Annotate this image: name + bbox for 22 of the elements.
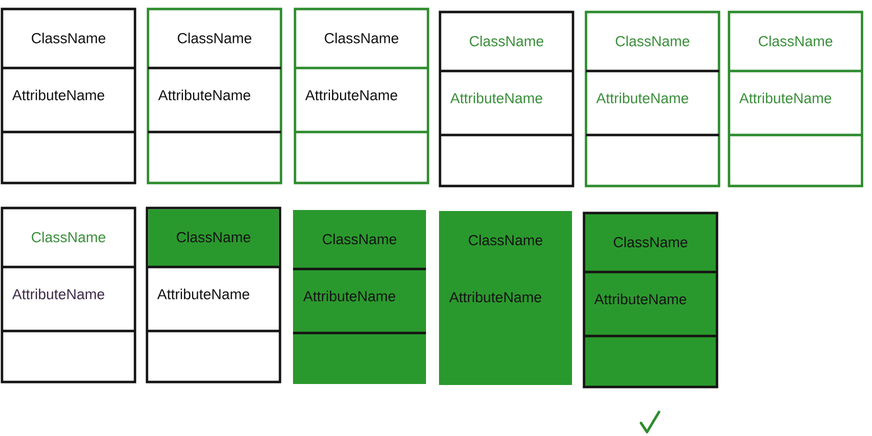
class-name: ClassName (468, 234, 542, 246)
class-name: ClassName (614, 236, 688, 248)
attribute-name: AttributeName (450, 92, 542, 104)
attribute-name: AttributeName (303, 290, 396, 302)
class-name: ClassName (322, 234, 396, 244)
attribute-name: AttributeName (594, 294, 686, 304)
attribute-name: AttributeName (305, 90, 398, 100)
attribute-name: AttributeName (157, 288, 250, 300)
class-name: ClassName (470, 36, 544, 46)
class-name: ClassName (32, 32, 106, 44)
attribute-name: AttributeName (596, 92, 688, 104)
attribute-name: AttributeName (12, 90, 104, 100)
attribute-name: AttributeName (12, 288, 104, 300)
attribute-name: AttributeName (158, 90, 250, 100)
attribute-name: AttributeName (739, 92, 832, 104)
class-name: ClassName (758, 36, 832, 46)
class-name: ClassName (616, 36, 690, 46)
class-name: ClassName (32, 232, 106, 242)
attribute-name: AttributeName (449, 292, 542, 302)
class-name: ClassName (324, 32, 398, 44)
class-name: ClassName (176, 232, 250, 242)
class-name: ClassName (178, 32, 252, 44)
